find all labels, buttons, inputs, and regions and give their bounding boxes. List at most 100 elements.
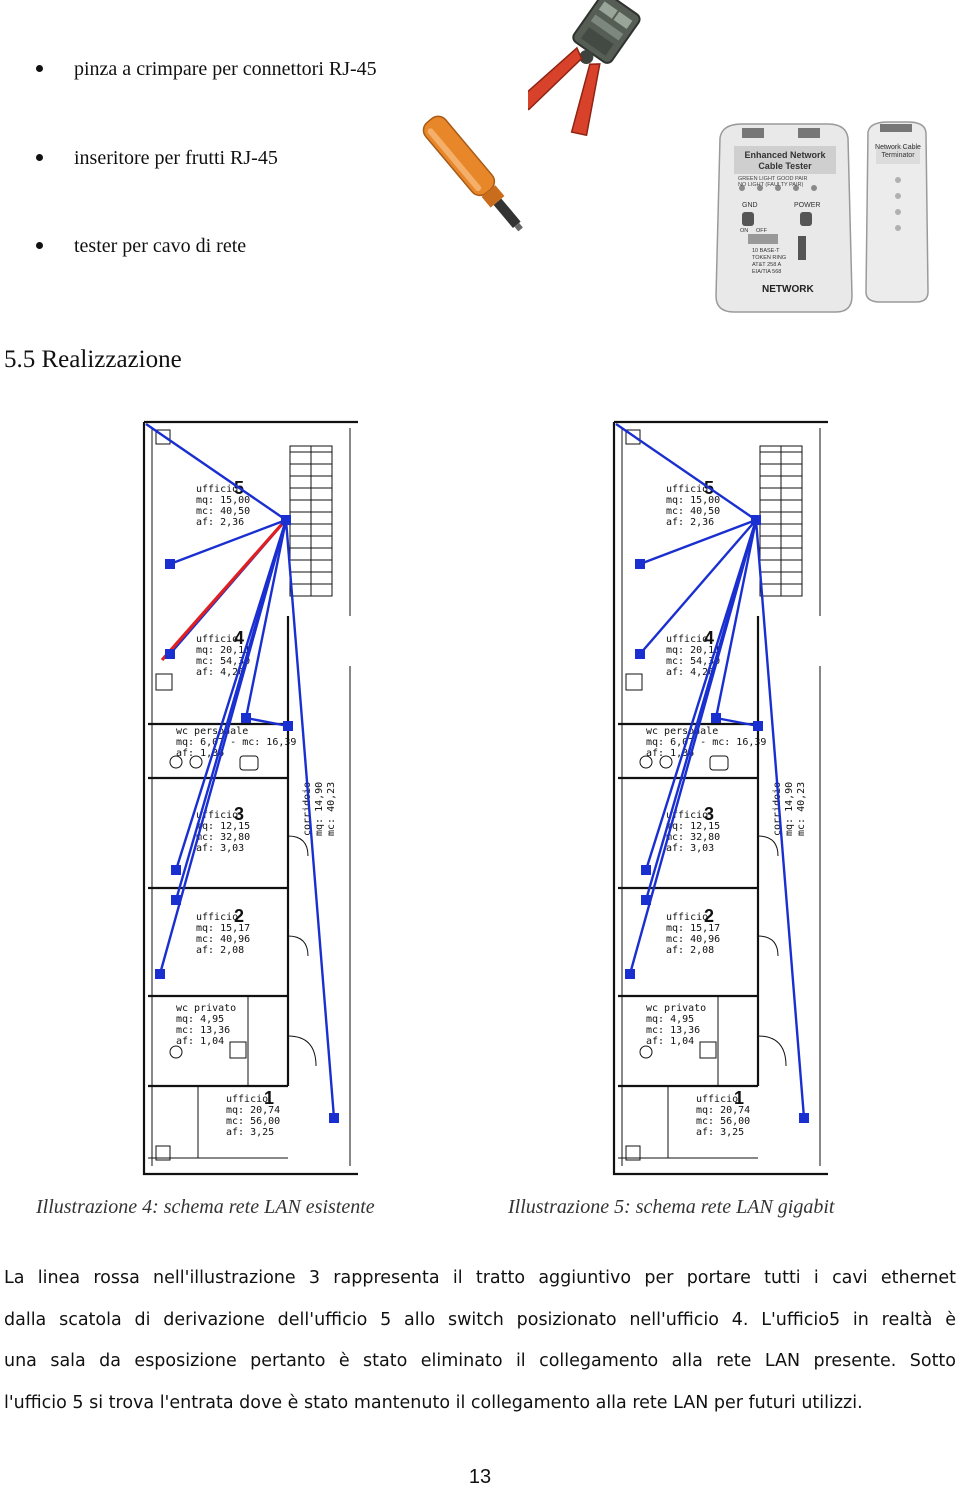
wc-privato-window: af: 1,04 — [176, 1036, 224, 1047]
lan-cable — [639, 518, 757, 566]
room-area: mq: 20,11 — [196, 645, 250, 656]
network-outlet-icon — [635, 649, 645, 659]
bullet-icon — [36, 242, 43, 249]
room-area: mq: 15,17 — [666, 923, 720, 934]
network-outlet-icon — [329, 1113, 339, 1123]
wc-personale-window: af: 1,36 — [176, 748, 224, 759]
wc-privato-area: mq: 4,95 — [176, 1014, 224, 1025]
figure-caption: Illustrazione 4: schema rete LAN esisten… — [36, 1196, 375, 1218]
room-name: ufficio — [666, 634, 708, 645]
tester-std-1: 10 BASE-T — [752, 248, 780, 254]
crimping-tool-icon — [528, 0, 641, 137]
room-number: 1 — [264, 1088, 274, 1108]
network-outlet-icon — [641, 895, 651, 905]
tester-std-3: AT&T 258 A — [752, 262, 782, 268]
room-name: ufficio — [196, 484, 238, 495]
wc-privato-volume: mc: 13,36 — [176, 1025, 230, 1036]
network-outlet-icon — [635, 559, 645, 569]
tester-logo: NETWORK — [762, 284, 814, 295]
corridor-label: corridoio — [302, 782, 313, 836]
room-area: mq: 20,74 — [226, 1105, 280, 1116]
network-outlet-icon — [283, 721, 293, 731]
wc-privato-window: af: 1,04 — [646, 1036, 694, 1047]
figure-caption: Illustrazione 5: schema rete LAN gigabit — [508, 1196, 835, 1218]
tester-legend-1: GREEN LIGHT GOOD PAIR — [738, 176, 808, 182]
lan-cable — [174, 519, 288, 871]
room-volume: mc: 40,50 — [196, 506, 250, 517]
room-number: 4 — [704, 628, 714, 648]
wc-privato-label: wc privato — [646, 1003, 706, 1014]
room-area: mq: 15,00 — [666, 495, 720, 506]
body-paragraph: La linea rossa nell'illustrazione 3 rapp… — [4, 1258, 956, 1424]
room-volume: mc: 32,80 — [196, 832, 250, 843]
paragraph-line: una sala da esposizione pertanto è stato… — [4, 1351, 956, 1371]
room-volume: mc: 40,50 — [666, 506, 720, 517]
bullet-icon — [36, 154, 43, 161]
network-outlet-icon — [165, 649, 175, 659]
room-area: mq: 20,11 — [666, 645, 720, 656]
lan-cable — [245, 716, 289, 728]
room-volume: mc: 56,00 — [226, 1116, 280, 1127]
page-number: 13 — [468, 1466, 492, 1488]
room-name: ufficio — [666, 810, 708, 821]
room-number: 3 — [234, 804, 244, 824]
paragraph-line: dalla scatola di derivazione dell'uffici… — [4, 1309, 956, 1330]
room-volume: mc: 32,80 — [666, 832, 720, 843]
cable-tester-picture: Enhanced Network Cable Tester GREEN LIGH… — [712, 120, 960, 316]
wc-personale-window: af: 1,36 — [646, 748, 694, 759]
room-window-area: af: 2,36 — [196, 517, 244, 528]
bullet-icon — [36, 65, 43, 72]
room-window-area: af: 4,26 — [196, 667, 244, 678]
lan-cable — [644, 519, 758, 871]
corridor-volume: mc: 40,23 — [796, 782, 807, 836]
tester-legend-2: NO LIGHT (FAULTY PAIR) — [738, 182, 804, 188]
network-outlet-icon — [751, 515, 761, 525]
tester-title: Enhanced Network Cable Tester — [744, 150, 826, 171]
room-name: ufficio — [226, 1094, 268, 1105]
corridor-area: mq: 14,90 — [314, 782, 325, 836]
network-outlet-icon — [171, 865, 181, 875]
tester-on-label: ON — [740, 228, 749, 234]
room-number: 3 — [704, 804, 714, 824]
wc-personale-label: wc personale — [176, 726, 248, 737]
room-window-area: af: 2,08 — [196, 945, 244, 956]
room-volume: mc: 54,30 — [666, 656, 720, 667]
room-volume: mc: 56,00 — [696, 1116, 750, 1127]
room-name: ufficio — [666, 484, 708, 495]
tester-off-label: OFF — [756, 228, 767, 234]
paragraph-line: l'ufficio 5 si trova l'entrata dove è st… — [4, 1392, 863, 1413]
room-name: ufficio — [196, 810, 238, 821]
tester-std-2: TOKEN RING — [752, 255, 787, 261]
room-number: 2 — [234, 906, 244, 926]
room-volume: mc: 40,96 — [196, 934, 250, 945]
room-window-area: af: 3,25 — [696, 1127, 744, 1138]
wc-personale-label: wc personale — [646, 726, 718, 737]
room-number: 1 — [734, 1088, 744, 1108]
terminator-title: Network Cable Terminator — [875, 144, 921, 159]
room-area: mq: 20,74 — [696, 1105, 750, 1116]
network-outlet-icon — [711, 713, 721, 723]
wc-personale-area: mq: 6,07 - mc: 16,39 — [176, 737, 296, 748]
room-window-area: af: 3,25 — [226, 1127, 274, 1138]
room-area: mq: 15,17 — [196, 923, 250, 934]
lan-cable — [169, 518, 287, 566]
network-outlet-icon — [241, 713, 251, 723]
room-volume: mc: 54,30 — [196, 656, 250, 667]
room-window-area: af: 3,03 — [196, 843, 244, 854]
tester-power-label: POWER — [794, 202, 821, 209]
network-outlet-icon — [281, 515, 291, 525]
room-volume: mc: 40,96 — [666, 934, 720, 945]
corridor-volume: mc: 40,23 — [326, 782, 337, 836]
network-outlet-icon — [625, 969, 635, 979]
paragraph-line: La linea rossa nell'illustrazione 3 rapp… — [4, 1268, 956, 1288]
lan-cable — [714, 519, 758, 719]
network-outlet-icon — [155, 969, 165, 979]
room-name: ufficio — [696, 1094, 738, 1105]
added-cable-red — [160, 522, 284, 662]
room-window-area: af: 3,03 — [666, 843, 714, 854]
lan-cable — [639, 519, 757, 655]
wc-privato-label: wc privato — [176, 1003, 236, 1014]
room-window-area: af: 2,08 — [666, 945, 714, 956]
network-outlet-icon — [165, 559, 175, 569]
